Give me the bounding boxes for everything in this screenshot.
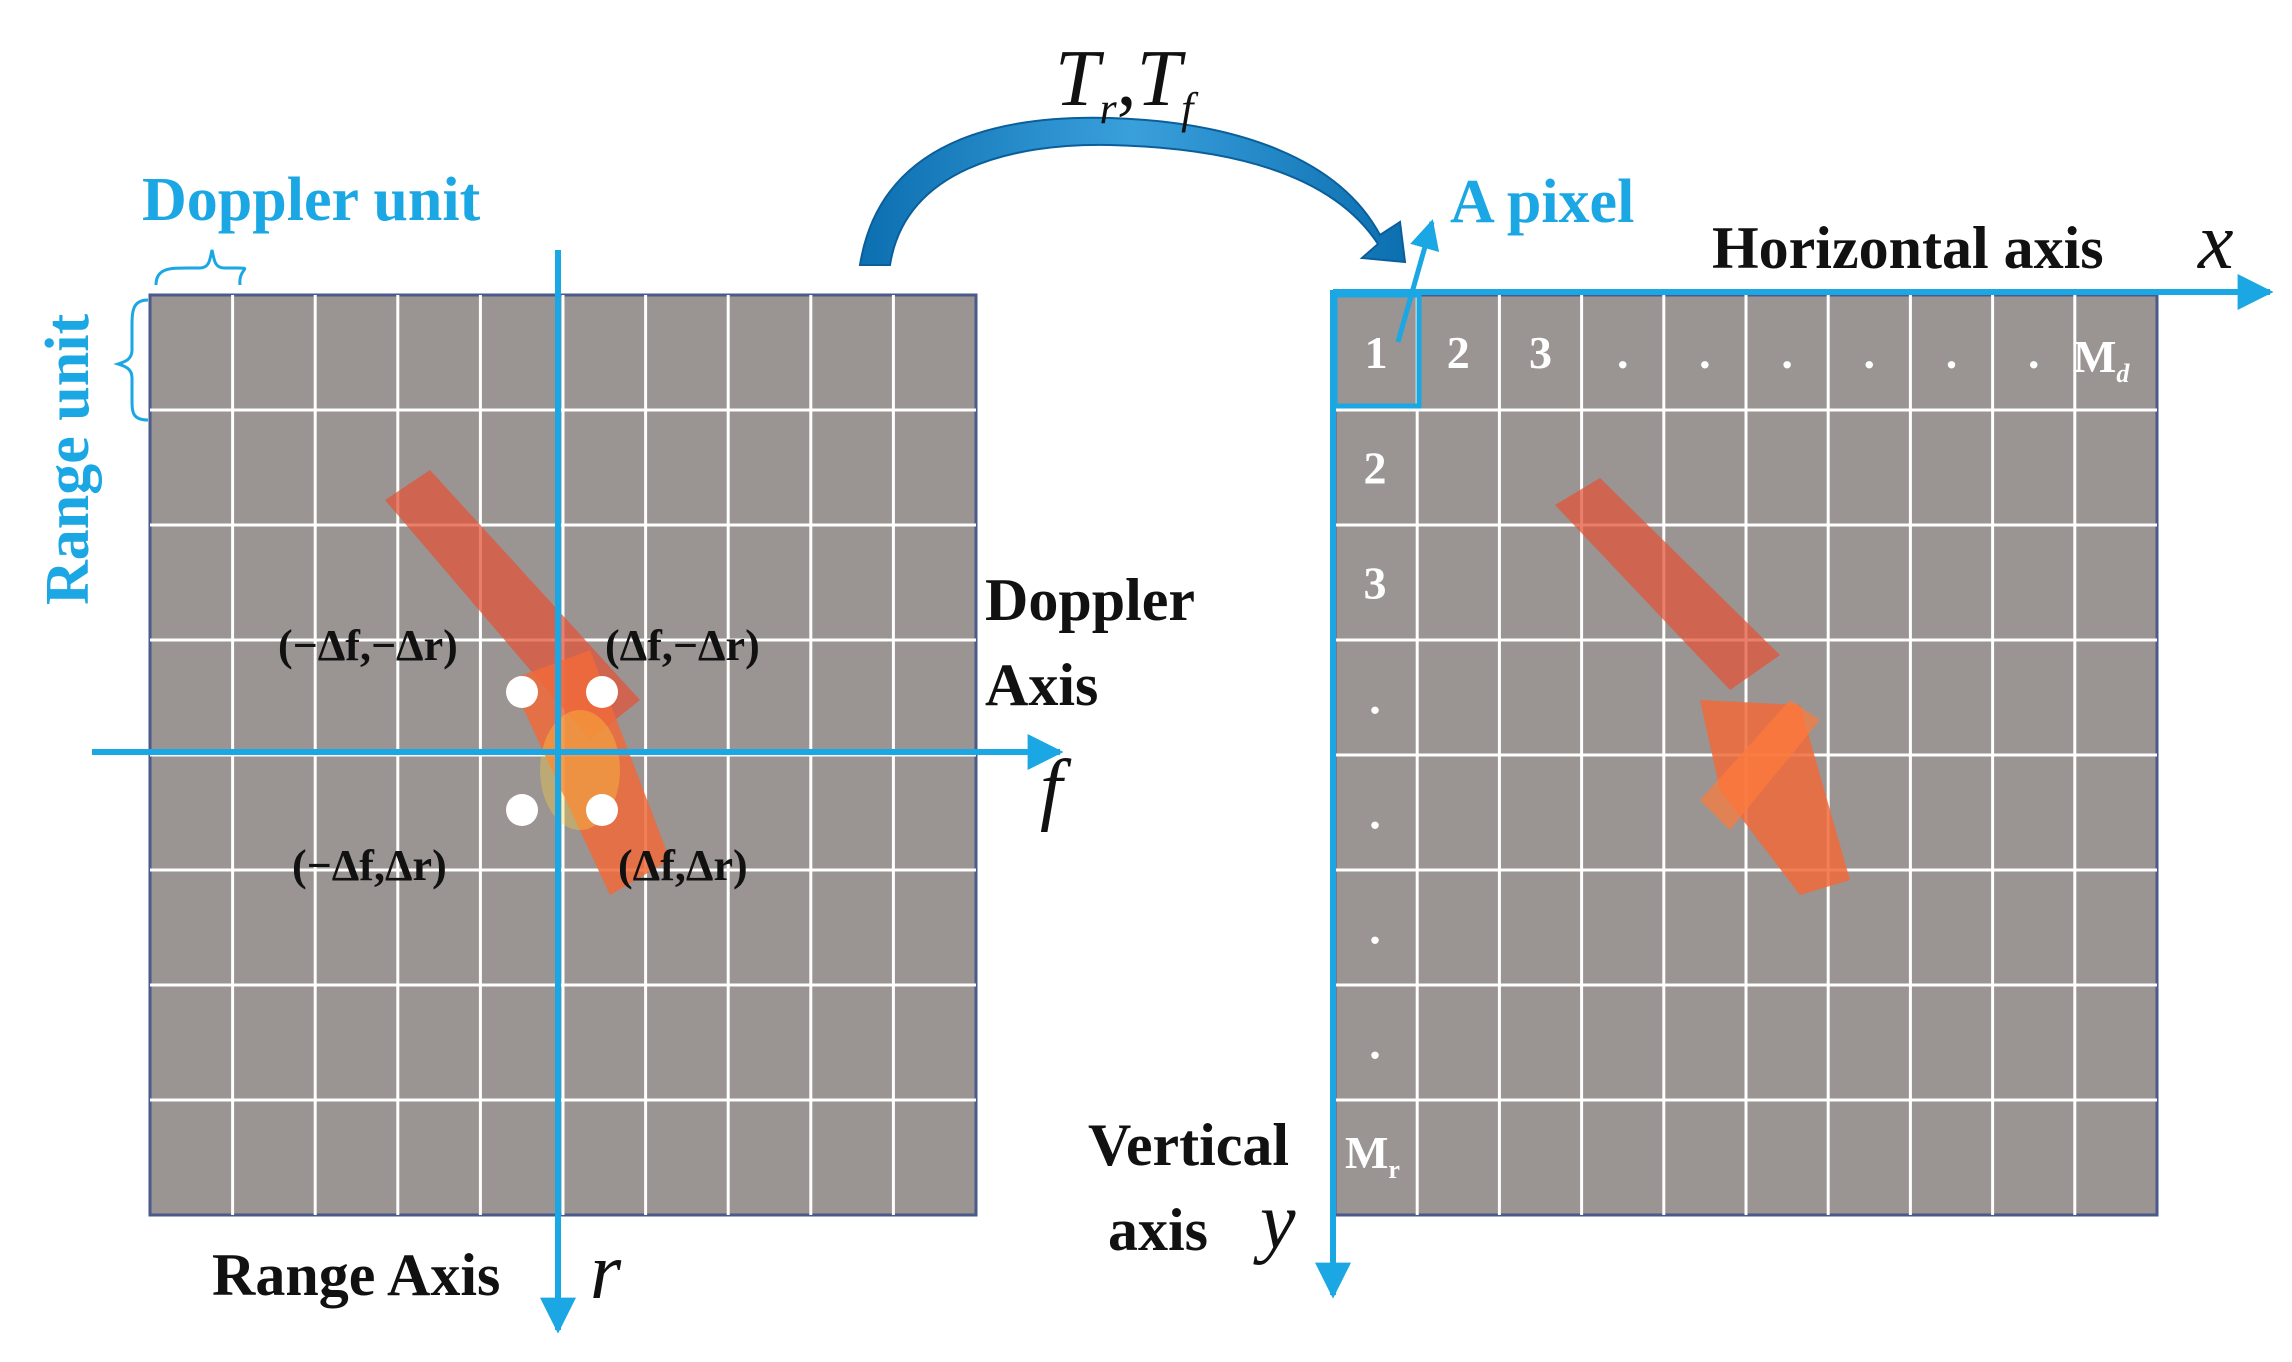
point-label-upper-left: (−Δf,−Δr): [278, 621, 458, 670]
left-col-mr-label: Mr: [1345, 1127, 1400, 1184]
pixel-pointer-line: [1395, 219, 1440, 343]
vertical-axis-label-line1: Vertical: [1088, 1112, 1289, 1178]
left-col-label: .: [1369, 788, 1381, 839]
point-dot-lower-left: [506, 794, 538, 826]
curved-arrow-body: [858, 116, 1407, 266]
range-unit-brace: [113, 298, 149, 422]
left-col-labels: 2 3....: [1364, 443, 1387, 1069]
right-grid-lines: [1335, 295, 2157, 1215]
point-label-lower-left: (−Δf,Δr): [292, 841, 447, 890]
doppler-unit-brace: [154, 249, 247, 286]
left-col-label: 2: [1364, 443, 1387, 494]
top-row-label: .: [1864, 327, 1876, 378]
left-col-label: .: [1369, 673, 1381, 724]
top-row-label: .: [1781, 327, 1793, 378]
point-dot-upper-right: [586, 676, 618, 708]
range-axis-label: Range Axis: [212, 1242, 500, 1308]
vertical-axis-symbol: y: [1253, 1178, 1296, 1266]
right-panel: 1 2 3...... Md 2 3.... Mr A pixel Horizonta…: [1088, 168, 2274, 1299]
doppler-unit-label: Doppler unit: [142, 166, 481, 234]
left-col-label: .: [1369, 903, 1381, 954]
pixel-label: A pixel: [1450, 168, 1634, 236]
point-dot-lower-right: [586, 794, 618, 826]
top-row-label: .: [1699, 327, 1711, 378]
top-row-label: 2: [1447, 327, 1470, 378]
horizontal-axis-label: Horizontal axis: [1712, 215, 2104, 281]
left-col-label: 3: [1364, 558, 1387, 609]
transform-arrow: Tr,Tf: [858, 35, 1407, 266]
range-unit-label: Range unit: [34, 314, 102, 605]
transform-label: Tr,Tf: [1055, 35, 1199, 133]
point-dot-upper-left: [506, 676, 538, 708]
point-label-lower-right: (Δf,Δr): [618, 841, 748, 890]
range-axis-symbol: r: [590, 1228, 622, 1316]
left-col-label: .: [1369, 1018, 1381, 1069]
top-row-labels: 1 2 3......: [1365, 327, 2040, 378]
horizontal-axis-symbol: x: [2197, 198, 2234, 286]
vertical-axis-label-line2: axis: [1108, 1197, 1208, 1263]
top-row-md-label: Md: [2073, 331, 2130, 388]
top-row-label: 1: [1365, 327, 1388, 378]
left-panel: (−Δf,−Δr) (Δf,−Δr) (−Δf,Δr) (Δf,Δr) Dopp…: [34, 166, 1195, 1334]
doppler-axis-symbol: f: [1040, 745, 1072, 833]
top-row-label: .: [1946, 327, 1958, 378]
right-target-image: [1555, 478, 1850, 895]
doppler-axis-label-line1: Doppler: [985, 567, 1195, 633]
doppler-axis-label-line2: Axis: [985, 652, 1098, 718]
top-row-label: .: [2028, 327, 2040, 378]
top-row-label: .: [1617, 327, 1629, 378]
svg-text:Tr,Tf: Tr,Tf: [1055, 35, 1199, 133]
point-label-upper-right: (Δf,−Δr): [605, 621, 760, 670]
top-row-label: 3: [1529, 327, 1552, 378]
